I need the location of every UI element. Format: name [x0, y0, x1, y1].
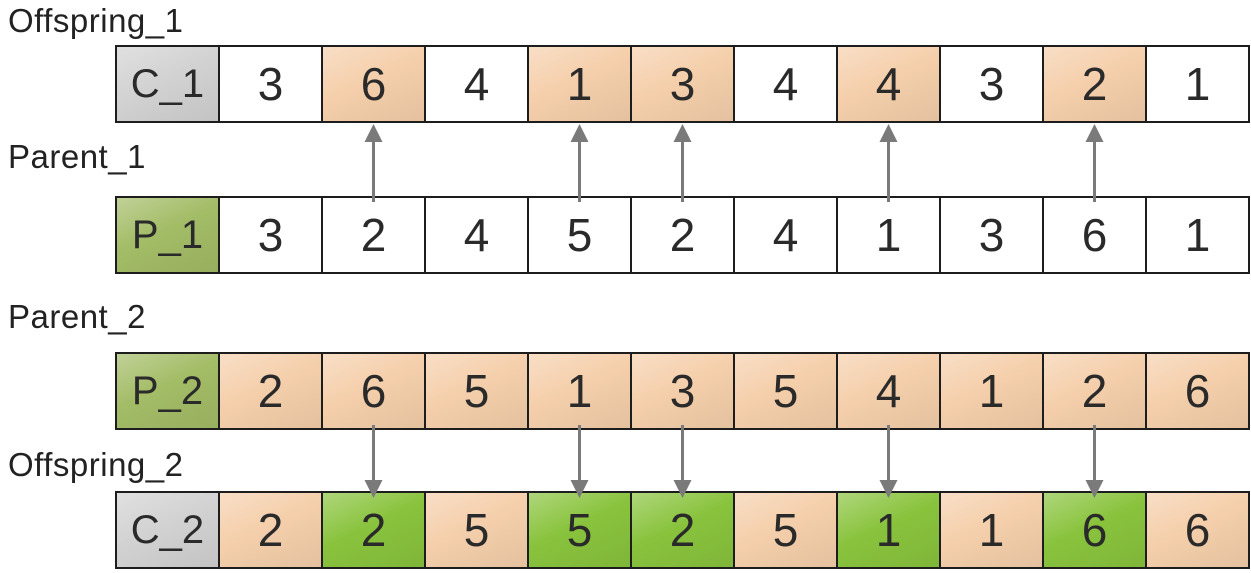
gene-cell-parent_1-3: 4 — [424, 196, 529, 274]
gene-cell-offspring_1-8: 3 — [939, 45, 1044, 123]
arrow-up-gene-4 — [570, 124, 589, 202]
gene-cell-offspring_2-8: 1 — [939, 491, 1044, 569]
row-title-parent-2: Parent_2 — [8, 298, 146, 335]
gene-cell-parent_1-5: 2 — [630, 196, 735, 274]
arrow-down-gene-5 — [673, 425, 692, 498]
arrow-up-gene-9 — [1085, 124, 1104, 202]
arrow-up-gene-7 — [879, 124, 898, 202]
gene-cell-offspring_1-10: 1 — [1145, 45, 1250, 123]
gene-cell-parent_1-7: 1 — [836, 196, 941, 274]
label-cell-parent_2: P_2 — [115, 352, 220, 430]
gene-cell-offspring_2-9: 6 — [1042, 491, 1147, 569]
gene-cell-parent_2-4: 1 — [527, 352, 632, 430]
gene-cell-offspring_2-2: 2 — [321, 491, 426, 569]
arrow-down-gene-7 — [879, 425, 898, 498]
gene-cell-parent_2-6: 5 — [733, 352, 838, 430]
gene-cell-offspring_2-7: 1 — [836, 491, 941, 569]
gene-cell-parent_2-10: 6 — [1145, 352, 1250, 430]
gene-cell-offspring_2-4: 5 — [527, 491, 632, 569]
gene-cell-parent_1-9: 6 — [1042, 196, 1147, 274]
gene-cell-offspring_1-5: 3 — [630, 45, 735, 123]
gene-cell-parent_1-1: 3 — [218, 196, 323, 274]
gene-cell-parent_2-7: 4 — [836, 352, 941, 430]
gene-cell-parent_2-5: 3 — [630, 352, 735, 430]
gene-cell-parent_2-2: 6 — [321, 352, 426, 430]
label-cell-offspring_2: C_2 — [115, 491, 220, 569]
gene-cell-offspring_2-1: 2 — [218, 491, 323, 569]
gene-cell-parent_2-9: 2 — [1042, 352, 1147, 430]
gene-cell-offspring_1-9: 2 — [1042, 45, 1147, 123]
gene-cell-offspring_1-4: 1 — [527, 45, 632, 123]
row-title-offspring-2: Offspring_2 — [8, 446, 184, 483]
arrow-down-gene-4 — [570, 425, 589, 498]
arrow-down-gene-9 — [1085, 425, 1104, 498]
gene-cell-offspring_1-2: 6 — [321, 45, 426, 123]
gene-cell-parent_1-6: 4 — [733, 196, 838, 274]
label-cell-offspring_1: C_1 — [115, 45, 220, 123]
gene-cell-parent_1-2: 2 — [321, 196, 426, 274]
gene-cell-parent_1-8: 3 — [939, 196, 1044, 274]
arrow-down-gene-2 — [364, 425, 383, 498]
gene-cell-offspring_2-5: 2 — [630, 491, 735, 569]
gene-cell-offspring_1-1: 3 — [218, 45, 323, 123]
arrow-up-gene-5 — [673, 124, 692, 202]
gene-cell-parent_2-8: 1 — [939, 352, 1044, 430]
gene-cell-offspring_1-6: 4 — [733, 45, 838, 123]
gene-cell-offspring_2-10: 6 — [1145, 491, 1250, 569]
gene-cell-parent_1-10: 1 — [1145, 196, 1250, 274]
gene-cell-parent_2-1: 2 — [218, 352, 323, 430]
gene-cell-parent_2-3: 5 — [424, 352, 529, 430]
gene-cell-offspring_2-3: 5 — [424, 491, 529, 569]
row-title-parent-1: Parent_1 — [8, 138, 146, 175]
row-title-offspring-1: Offspring_1 — [8, 2, 184, 39]
gene-cell-offspring_1-7: 4 — [836, 45, 941, 123]
label-cell-parent_1: P_1 — [115, 196, 220, 274]
gene-cell-offspring_2-6: 5 — [733, 491, 838, 569]
gene-cell-parent_1-4: 5 — [527, 196, 632, 274]
arrow-up-gene-2 — [364, 124, 383, 202]
gene-cell-offspring_1-3: 4 — [424, 45, 529, 123]
